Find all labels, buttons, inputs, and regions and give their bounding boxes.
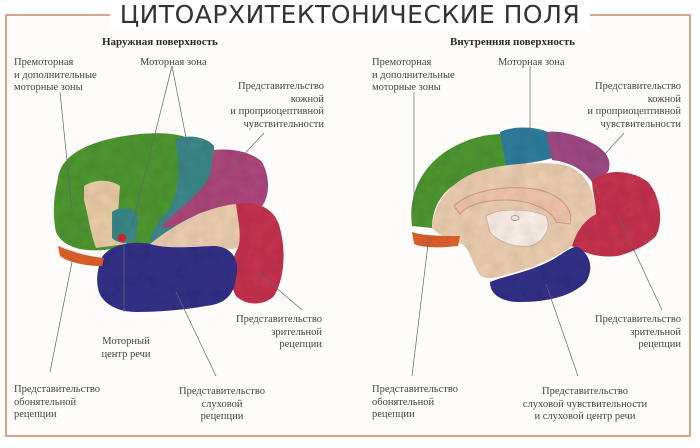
medial-auditory-region xyxy=(490,246,591,302)
lateral-auditory-region xyxy=(97,242,238,312)
lateral-olfactory-region xyxy=(58,246,104,266)
lateral-brain xyxy=(53,133,284,312)
medial-somatosensory-region xyxy=(546,131,610,182)
medial-label-olfactory: Представительство обонятельной рецепции xyxy=(372,384,458,420)
medial-label-visual: Представительство зрительной рецепции xyxy=(595,314,681,350)
lateral-label-olfactory: Представительство обонятельной рецепции xyxy=(14,384,100,420)
lateral-label-auditory: Представительство слуховой рецепции xyxy=(179,386,265,422)
lateral-label-somatosensory: Представительство кожной и проприоцептив… xyxy=(230,81,324,130)
medial-motor-region xyxy=(500,127,552,166)
medial-label-auditory: Представительство слуховой чувствительно… xyxy=(522,386,648,422)
medial-brain xyxy=(411,127,661,302)
lateral-label-speech-motor: Моторный центр речи xyxy=(101,336,151,360)
page-title: ЦИТОАРХИТЕКТОНИЧЕСКИЕ ПОЛЯ xyxy=(0,0,700,30)
lateral-surface-subtitle: Наружная поверхность xyxy=(102,36,218,48)
medial-olfactory-region xyxy=(412,232,460,248)
lateral-visual-region xyxy=(230,202,284,304)
medial-surface-subtitle: Внутренняя поверхность xyxy=(450,36,575,48)
lateral-label-motor: Моторная зона xyxy=(140,57,207,68)
speech-motor-center-dot xyxy=(118,234,126,242)
medial-label-somatosensory: Представительство кожной и проприоцептив… xyxy=(587,81,681,130)
lateral-label-premotor: Премоторная и дополнительные моторные зо… xyxy=(14,57,97,93)
lateral-label-visual: Представительство зрительной рецепции xyxy=(236,314,322,350)
medial-visual-region xyxy=(572,171,661,257)
lateral-motor-region xyxy=(150,136,216,244)
medial-label-premotor: Премоторная и дополнительные моторные зо… xyxy=(372,57,455,93)
medial-label-motor: Моторная зона xyxy=(498,57,565,68)
lateral-somatosensory-region xyxy=(162,149,268,228)
lateral-leader-lines xyxy=(49,65,303,377)
medial-leader-lines xyxy=(411,66,663,377)
